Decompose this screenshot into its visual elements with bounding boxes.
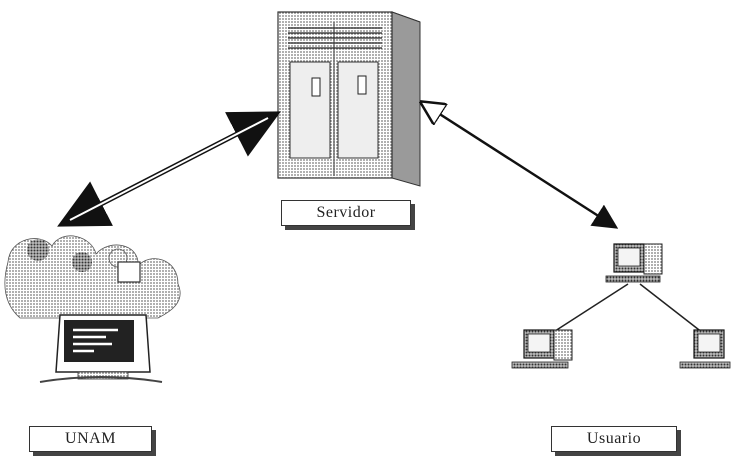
connection-server-user [424, 104, 614, 226]
user-computer-top-icon [605, 243, 663, 283]
server-label: Servidor [281, 200, 411, 226]
connection-unam-server [57, 111, 281, 227]
user-computer-right-icon [679, 329, 731, 369]
people-computer-icon [4, 235, 181, 383]
unam-label: UNAM [29, 426, 152, 452]
server-tower-icon [277, 11, 421, 187]
user-computer-left-icon [511, 329, 573, 369]
user-label: Usuario [551, 426, 677, 452]
